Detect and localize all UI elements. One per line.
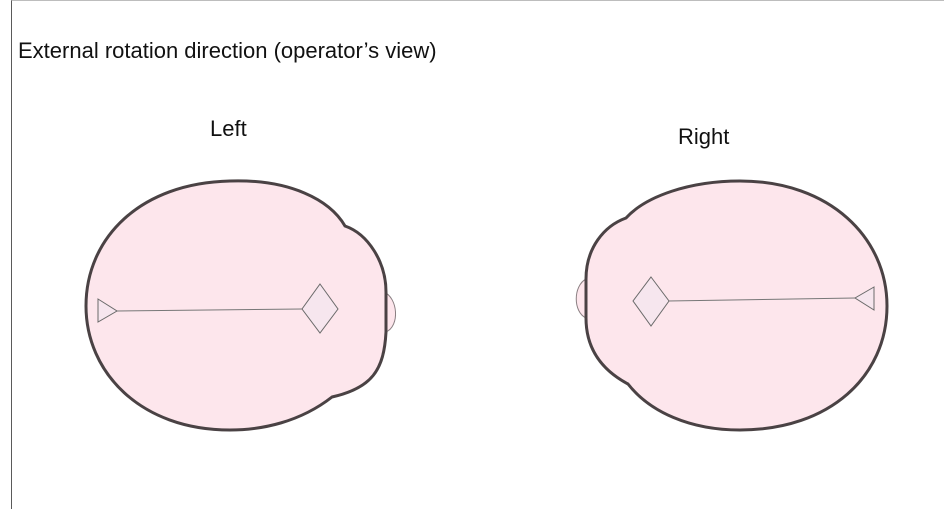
left-head-axis-line <box>116 308 303 312</box>
diagram-title: External rotation direction (operator’s … <box>18 38 437 63</box>
left-head-label: Left <box>210 116 247 141</box>
right-head <box>575 179 889 432</box>
left-head-triangle-marker <box>97 298 118 323</box>
right-head-outline <box>584 179 889 432</box>
left-head-outline <box>84 179 388 432</box>
left-head-diamond-marker <box>301 283 339 334</box>
left-head <box>84 179 396 432</box>
right-head-diamond-marker <box>632 276 670 327</box>
right-head-triangle-marker <box>854 286 875 311</box>
right-head-axis-line <box>667 297 856 302</box>
right-head-label: Right <box>678 124 730 149</box>
